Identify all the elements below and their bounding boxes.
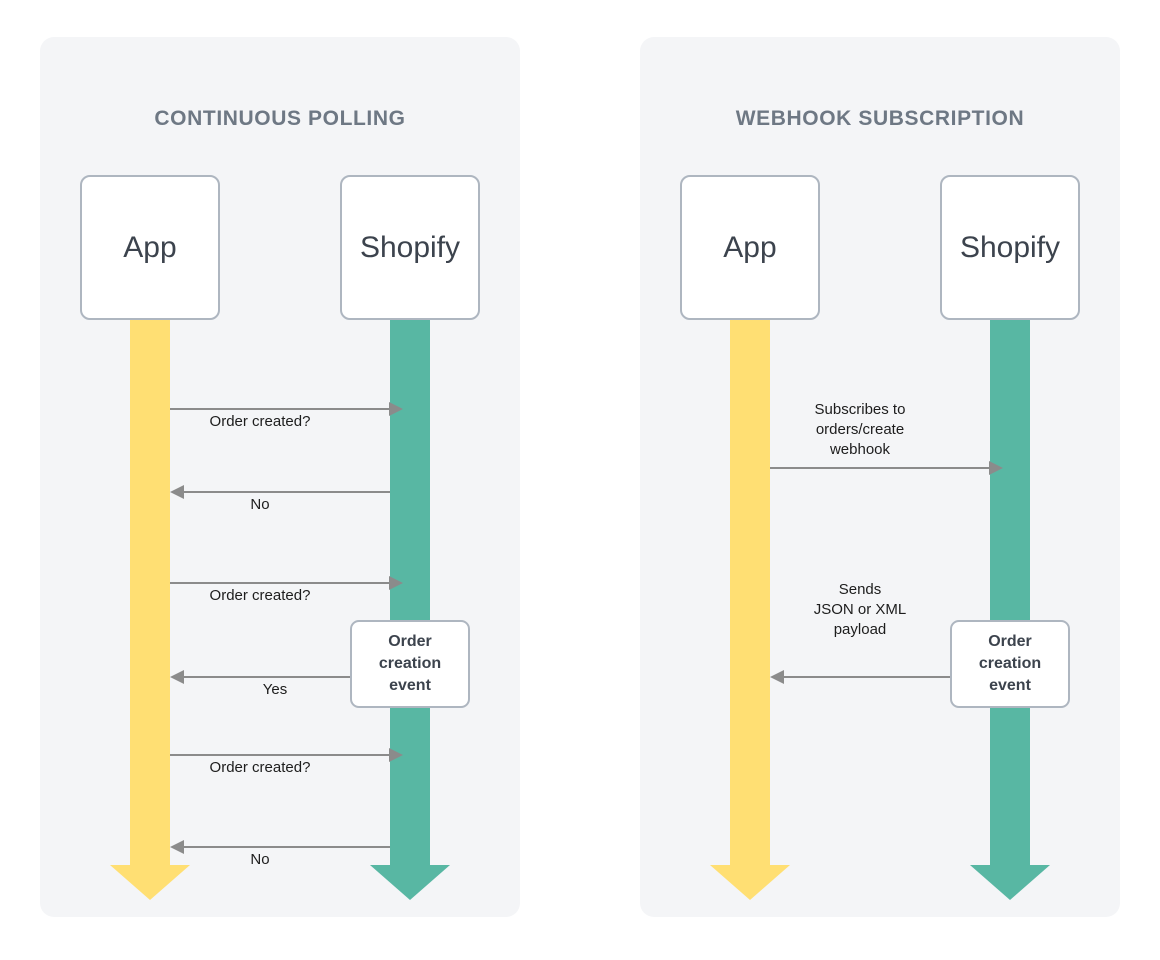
arrowhead-right-icon (389, 402, 403, 416)
message-arrow-order-created-3 (170, 748, 403, 762)
lifeline-arrowhead-shopify (970, 865, 1050, 900)
panel-continuous-polling: CONTINUOUS POLLING App Shopify Order cre… (40, 37, 520, 917)
event-box-order-creation-event: Order creation event (350, 620, 470, 708)
arrowhead-left-icon (170, 485, 184, 499)
actor-box-shopify: Shopify (340, 175, 480, 320)
message-label-no-2: No (250, 851, 270, 868)
message-arrow-sends-payload (770, 670, 950, 684)
message-label-order-created-2: Order created? (209, 587, 311, 604)
message-label-sends-payload: Sends JSON or XML payload (813, 581, 907, 638)
lifeline-arrowhead-shopify (370, 865, 450, 900)
lifeline-arrowhead-app (710, 865, 790, 900)
arrowhead-right-icon (989, 461, 1003, 475)
event-box-order-creation-event: Order creation event (950, 620, 1070, 708)
message-label-order-created-1: Order created? (209, 413, 311, 430)
message-arrow-order-created-1 (170, 402, 403, 416)
message-arrow-order-created-2 (170, 576, 403, 590)
lifeline-app (130, 320, 170, 865)
message-label-no-1: No (250, 496, 270, 513)
actor-label-shopify: Shopify (959, 230, 1061, 264)
panel-title-webhook-subscription: WEBHOOK SUBSCRIPTION (735, 107, 1025, 130)
actor-box-app: App (80, 175, 220, 320)
message-arrow-yes-1 (170, 670, 350, 684)
panel-webhook-subscription: WEBHOOK SUBSCRIPTION App Shopify Subscri… (640, 37, 1120, 917)
actor-box-shopify: Shopify (940, 175, 1080, 320)
message-label-order-created-3: Order created? (209, 759, 311, 776)
lifeline-app (730, 320, 770, 865)
message-arrow-subscribes (770, 461, 1003, 475)
arrowhead-left-icon (170, 840, 184, 854)
arrowhead-right-icon (389, 576, 403, 590)
actor-box-app: App (680, 175, 820, 320)
panel-title-continuous-polling: CONTINUOUS POLLING (154, 107, 406, 130)
message-label-subscribes: Subscribes to orders/create webhook (814, 401, 906, 458)
arrowhead-left-icon (770, 670, 784, 684)
message-arrow-no-2 (170, 840, 390, 854)
message-arrow-no-1 (170, 485, 390, 499)
actor-label-shopify: Shopify (359, 230, 461, 264)
arrowhead-right-icon (389, 748, 403, 762)
message-label-yes-1: Yes (262, 681, 288, 698)
actor-label-app: App (123, 230, 177, 264)
arrowhead-left-icon (170, 670, 184, 684)
lifeline-arrowhead-app (110, 865, 190, 900)
lifeline-shopify (990, 320, 1030, 865)
actor-label-app: App (723, 230, 777, 264)
